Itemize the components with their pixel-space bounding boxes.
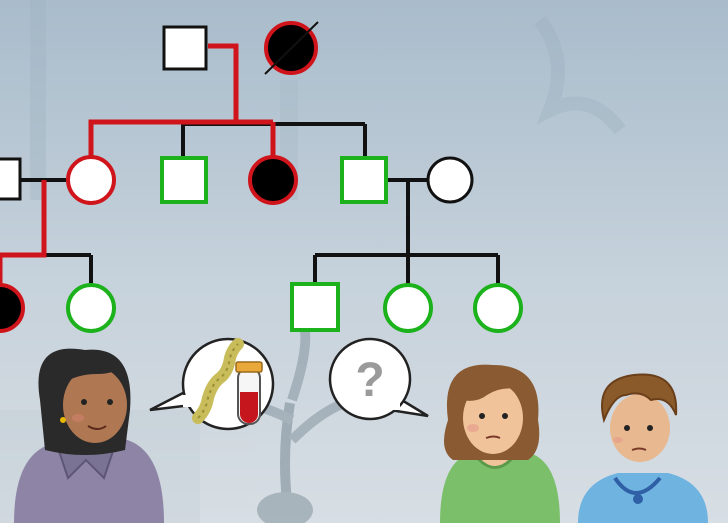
pedigree-symbols (0, 21, 523, 333)
counselor-speech-bubble (149, 337, 275, 431)
son-2-square (340, 156, 388, 204)
companion-figure (578, 373, 708, 523)
grandchild-3-square (290, 282, 340, 332)
son-1-square (160, 156, 208, 204)
patient-figure (440, 364, 560, 523)
grandchild-2-circle (66, 283, 116, 333)
patient-speech-bubble: ? (328, 337, 429, 421)
daughter-1-spouse-square (0, 157, 22, 201)
grandchild-4-circle (383, 283, 433, 333)
grandchild-5-circle (473, 283, 523, 333)
question-mark-icon: ? (355, 354, 384, 407)
daughter-2-circle (248, 155, 298, 205)
blood-test-tube-icon (235, 361, 263, 425)
counselor-figure (14, 348, 164, 523)
grandmother-circle (264, 21, 319, 75)
daughter-1-circle (66, 155, 116, 205)
dna-icon (192, 338, 244, 424)
son-2-spouse-circle (426, 156, 474, 204)
grandfather-square (162, 25, 208, 71)
grandchild-1-circle (0, 283, 25, 333)
pedigree-lines (0, 43, 500, 290)
